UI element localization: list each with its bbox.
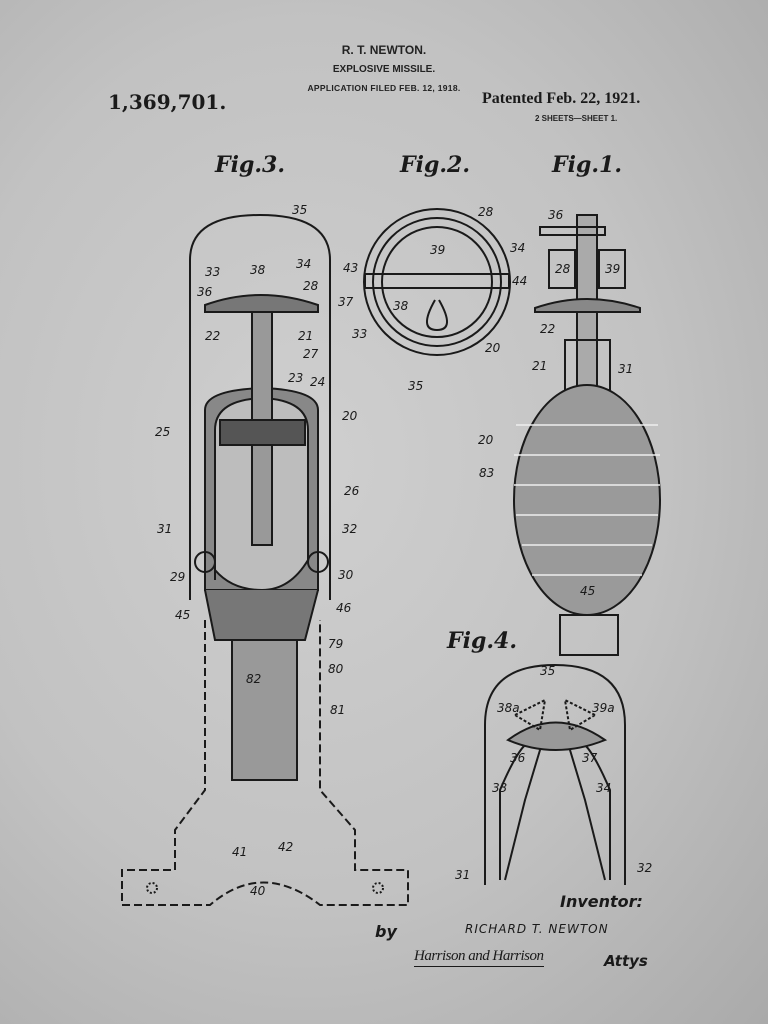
patent-title: EXPLOSIVE MISSILE. — [332, 64, 436, 75]
fig3-ref-numeral: 28 — [303, 279, 319, 293]
fig4-ref-numeral: 33 — [492, 781, 507, 795]
patent-number: 1,369,701. — [108, 90, 227, 114]
fig1-ref-numeral: 28 — [555, 262, 571, 276]
fig4-ref-numeral: 34 — [596, 781, 611, 795]
fig1-drawing — [513, 214, 661, 656]
fig4-ref-numeral: 38a — [497, 701, 520, 715]
fig1-ref-numeral: 39 — [605, 262, 620, 276]
fig1-label: Fig.1. — [552, 152, 622, 178]
fig3-ref-numeral: 35 — [292, 203, 307, 217]
sheet-count: 2 SHEETS—SHEET 1. — [535, 114, 618, 123]
fig3-ref-numeral: 23 — [288, 371, 303, 385]
fig4-label: Fig.4. — [447, 628, 517, 654]
fig3-ref-numeral: 27 — [303, 347, 319, 361]
attys-label: Attys — [604, 952, 648, 970]
fig3-ref-numeral: 79 — [328, 637, 343, 651]
fig3-ref-numeral: 38 — [250, 263, 266, 277]
fig1-ref-numeral: 20 — [478, 433, 494, 447]
fig2-ref-numeral: 20 — [485, 341, 501, 355]
fig3-ref-numeral: 80 — [328, 662, 344, 676]
fig4-ref-numeral: 39a — [592, 701, 615, 715]
fig3-ref-numeral: 21 — [298, 329, 313, 343]
inventor-label: Inventor: — [560, 892, 643, 911]
fig4-ref-numeral: 37 — [582, 751, 598, 765]
fig3-ref-numeral: 81 — [330, 703, 345, 717]
fig3-ref-numeral: 82 — [246, 672, 261, 686]
fig4-ref-numeral: 31 — [455, 868, 470, 882]
inventor-header: R. T. NEWTON. — [341, 43, 427, 57]
fig1-ref-numeral: 83 — [479, 466, 494, 480]
fig4-ref-numeral: 35 — [540, 664, 555, 678]
fig3-ref-numeral: 41 — [232, 845, 247, 859]
fig3-drawing — [121, 213, 409, 906]
inventor-signature: RICHARD T. NEWTON — [465, 922, 609, 936]
fig3-ref-numeral: 22 — [205, 329, 220, 343]
application-filed: APPLICATION FILED FEB. 12, 1918. — [307, 83, 461, 93]
fig1-ref-numeral: 21 — [532, 359, 547, 373]
fig1-ref-numeral: 22 — [540, 322, 555, 336]
fig4-ref-numeral: 36 — [510, 751, 526, 765]
patented-date: Patented Feb. 22, 1921. — [482, 90, 641, 107]
fig3-ref-numeral: 20 — [342, 409, 358, 423]
fig3-ref-numeral: 36 — [197, 285, 213, 299]
fig3-ref-numeral: 46 — [336, 601, 352, 615]
fig2-ref-numeral: 43 — [343, 261, 358, 275]
by-label: by — [375, 922, 397, 941]
fig1-ref-numeral: 31 — [618, 362, 633, 376]
fig3-ref-numeral: 31 — [157, 522, 172, 536]
fig2-ref-numeral: 38 — [393, 299, 409, 313]
fig4-drawing — [484, 663, 626, 885]
fig3-ref-numeral: 32 — [342, 522, 357, 536]
fig3-ref-numeral: 26 — [344, 484, 360, 498]
fig3-ref-numeral: 37 — [338, 295, 354, 309]
fig3-ref-numeral: 42 — [278, 840, 293, 854]
fig2-ref-numeral: 44 — [512, 274, 527, 288]
fig3-ref-numeral: 45 — [175, 608, 190, 622]
fig4-ref-numeral: 32 — [637, 861, 652, 875]
fig3-ref-numeral: 34 — [296, 257, 311, 271]
fig3-ref-numeral: 24 — [310, 375, 325, 389]
fig1-ref-numeral: 45 — [580, 584, 595, 598]
fig3-ref-numeral: 30 — [338, 568, 354, 582]
fig2-ref-numeral: 33 — [352, 327, 367, 341]
fig3-ref-numeral: 29 — [170, 570, 185, 584]
fig2-ref-numeral: 39 — [430, 243, 445, 257]
fig2-ref-numeral: 34 — [510, 241, 525, 255]
fig2-ref-numeral: 28 — [478, 205, 494, 219]
fig3-ref-numeral: 33 — [205, 265, 220, 279]
fig2-drawing — [363, 208, 511, 356]
fig2-ref-numeral: 35 — [408, 379, 423, 393]
fig1-ref-numeral: 36 — [548, 208, 564, 222]
attorney-signature: Harrison and Harrison — [414, 948, 544, 967]
fig3-label: Fig.3. — [215, 152, 285, 178]
fig3-ref-numeral: 40 — [250, 884, 266, 898]
fig2-label: Fig.2. — [400, 152, 470, 178]
fig3-ref-numeral: 25 — [155, 425, 170, 439]
